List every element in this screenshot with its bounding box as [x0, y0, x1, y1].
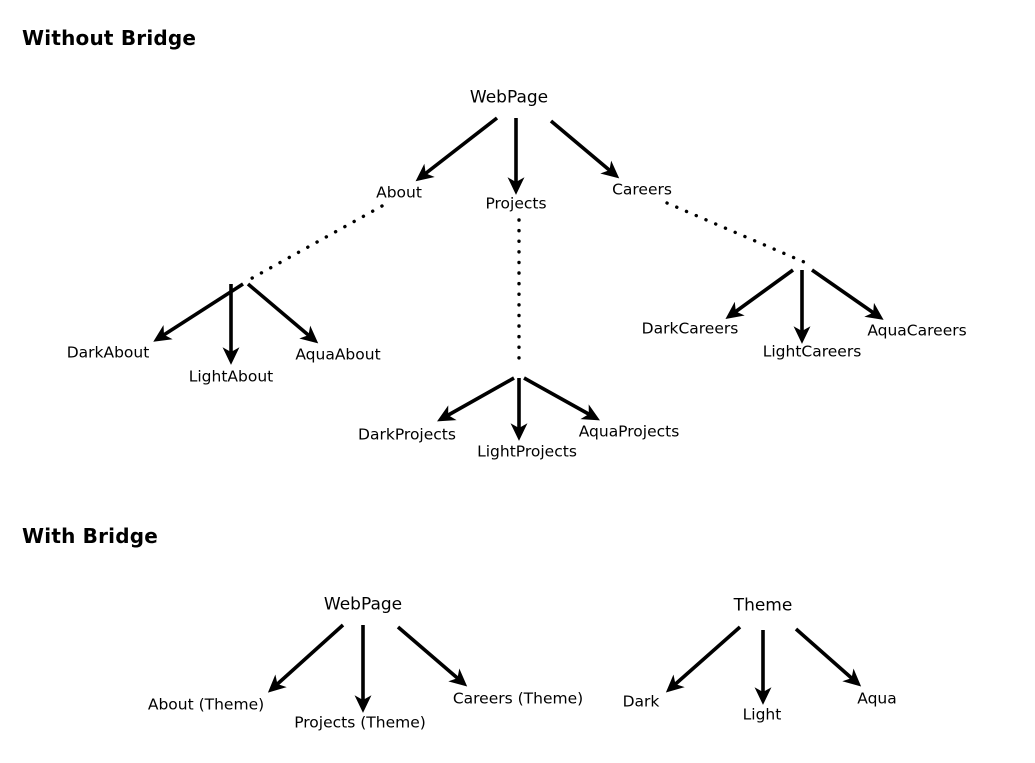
edge-wb-webpage-to-wb-about [415, 116, 499, 182]
node-careers-theme: Careers (Theme) [452, 689, 584, 708]
edge-wb-projects-junction-to-wb-darkprojects [437, 376, 515, 422]
node-light-about: LightAbout [188, 367, 274, 386]
node-dark-about: DarkAbout [66, 343, 150, 362]
edge-wb-careers-junction-to-wb-darkcareers [725, 268, 795, 320]
node-careers: Careers [612, 180, 672, 199]
node-dark-projects: DarkProjects [358, 425, 456, 444]
edge-wb-about-junction-to-wb-aquaabout [246, 282, 319, 344]
edge-br-theme-to-br-dark [665, 625, 742, 693]
edge-wb-about-to-wb-about-junction [243, 204, 384, 284]
edge-br-webpage-to-br-careers-theme [396, 625, 468, 687]
node-about-theme: About (Theme) [147, 695, 265, 714]
node-aqua-about: AquaAbout [295, 345, 381, 364]
node-theme: Theme [733, 595, 793, 616]
edge-wb-projects-junction-to-wb-aquaprojects [523, 376, 600, 421]
node-about: About [376, 183, 422, 202]
node-aqua: Aqua [857, 689, 897, 708]
edge-br-webpage-to-br-about-theme [267, 623, 345, 693]
node-dark-careers: DarkCareers [641, 319, 739, 338]
node-webpage-without-bridge: WebPage [469, 87, 549, 108]
section-title-without-bridge: Without Bridge [22, 26, 197, 50]
edge-wb-careers-to-wb-careers-junction [665, 201, 806, 264]
node-aqua-careers: AquaCareers [867, 321, 967, 340]
section-title-with-bridge: With Bridge [22, 524, 159, 548]
node-webpage-with-bridge: WebPage [323, 594, 403, 615]
edge-wb-webpage-to-wb-careers [549, 119, 620, 179]
edge-wb-careers-junction-to-wb-aquacareers [810, 268, 884, 320]
node-dark: Dark [622, 692, 660, 711]
node-projects: Projects [485, 194, 547, 213]
node-projects-theme: Projects (Theme) [294, 713, 426, 732]
node-light: Light [742, 705, 782, 724]
node-light-projects: LightProjects [477, 442, 577, 461]
edge-br-theme-to-br-aqua [794, 627, 862, 687]
node-light-careers: LightCareers [762, 342, 862, 361]
edge-wb-about-junction-to-wb-darkabout [153, 282, 244, 342]
node-aqua-projects: AquaProjects [578, 422, 680, 441]
